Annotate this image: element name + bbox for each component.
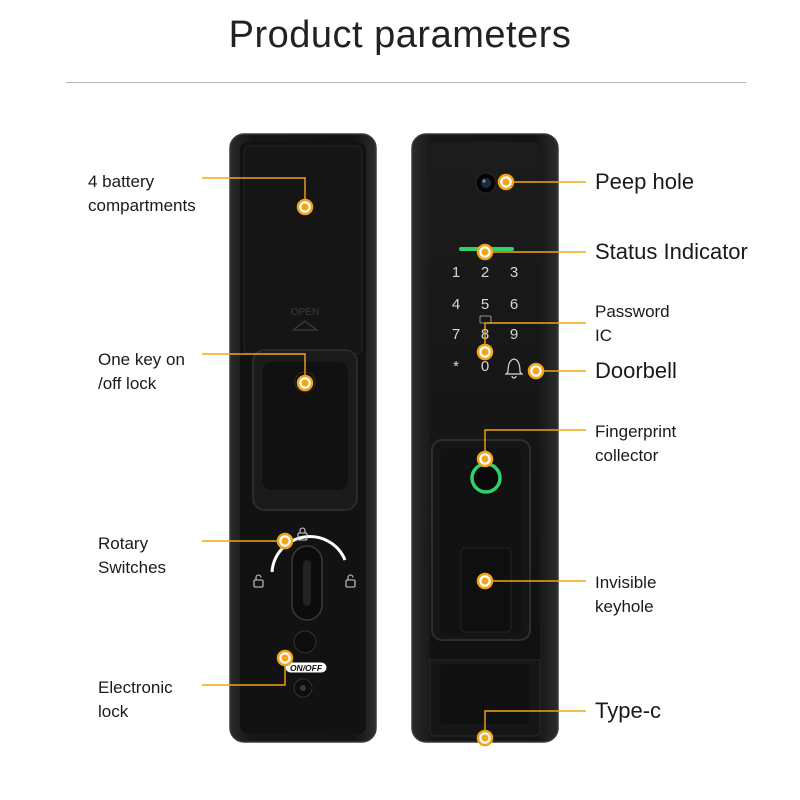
- type-c-label: Type-c: [595, 698, 662, 723]
- onekey-label: One key on /off lock: [98, 350, 185, 393]
- keypad-key[interactable]: 2: [481, 264, 489, 281]
- battery-cover: OPEN: [243, 145, 363, 355]
- keypad-key[interactable]: 3: [510, 264, 518, 281]
- peep-hole-camera: [475, 172, 497, 194]
- keypad-key[interactable]: 0: [481, 358, 489, 375]
- title-divider: [66, 82, 746, 83]
- lock-icon-top: [297, 527, 308, 541]
- keypad-key[interactable]: 1: [452, 264, 460, 281]
- password-label: Password IC: [595, 302, 670, 345]
- electronic-lock-label: Electronic lock: [98, 678, 173, 721]
- open-arrow-icon: [291, 320, 319, 331]
- onoff-switch[interactable]: ON/OFF: [284, 630, 328, 698]
- peep-hole-label: Peep hole: [595, 169, 695, 194]
- keypad-key[interactable]: 9: [510, 326, 518, 343]
- battery-label: 4 battery compartments: [88, 172, 196, 215]
- rotary-knob[interactable]: [253, 527, 356, 621]
- page-title: Product parameters: [228, 14, 572, 56]
- status-indicator-label: Status Indicator: [595, 239, 748, 264]
- keypad-key[interactable]: 5: [481, 296, 489, 313]
- keyhole-label: Invisible keyhole: [595, 573, 657, 616]
- doorbell-label: Doorbell: [595, 358, 677, 383]
- keypad-key[interactable]: 4: [452, 296, 460, 313]
- keypad-key[interactable]: 6: [510, 296, 518, 313]
- keypad-key[interactable]: 7: [452, 326, 460, 343]
- unlock-icon-left: [253, 574, 264, 588]
- open-tag: OPEN: [291, 307, 319, 318]
- keypad-key[interactable]: *: [453, 358, 459, 375]
- doorbell-icon[interactable]: [504, 358, 524, 379]
- callout-dots: [276, 173, 545, 747]
- left-handle[interactable]: [252, 349, 358, 511]
- fingerprint-label: Fingerprint collector: [595, 422, 677, 465]
- handle-grip: [429, 659, 541, 737]
- right-handle[interactable]: [431, 439, 531, 641]
- onoff-tag: ON/OFF: [290, 663, 323, 673]
- callout-lines: [202, 177, 586, 738]
- rotary-label: Rotary Switches: [98, 534, 167, 577]
- unlock-icon-right: [345, 574, 356, 588]
